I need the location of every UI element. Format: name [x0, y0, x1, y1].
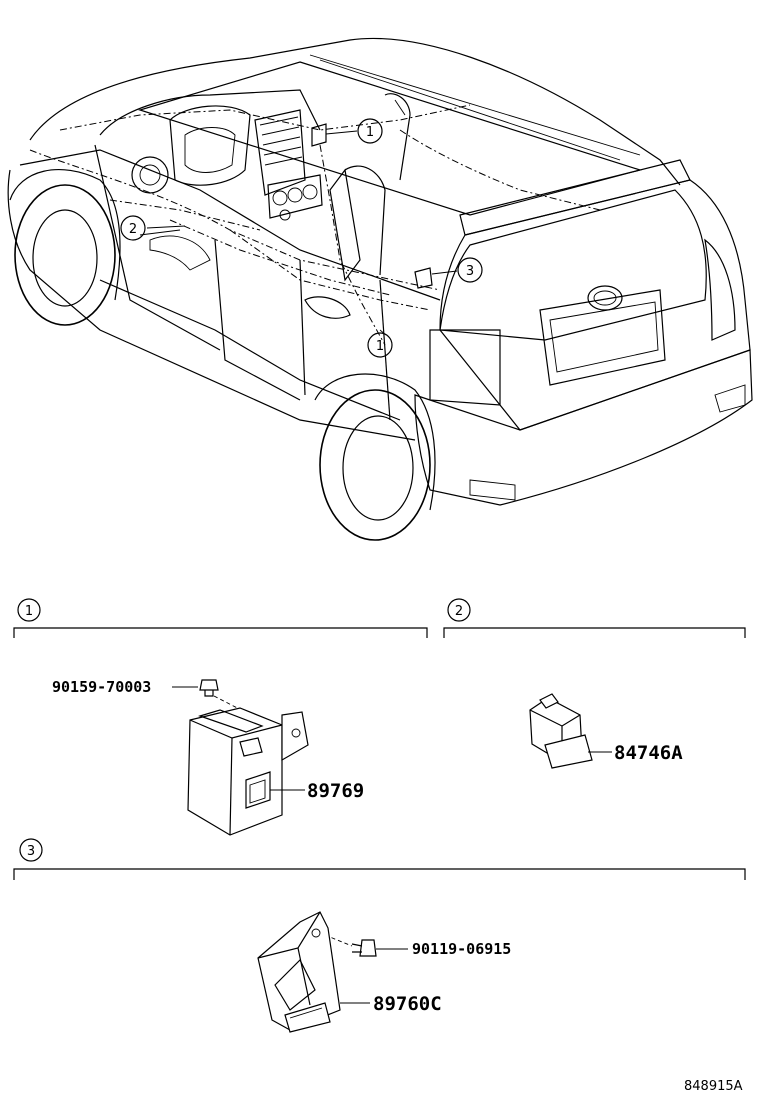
overview-callout-2: 2: [120, 215, 146, 241]
section-3-label: 3: [27, 844, 35, 859]
section-1: 1 90159-70003 89769: [13, 598, 428, 836]
callout-label: 1: [376, 339, 384, 354]
overview-callout-1-bottom: 1: [367, 332, 393, 358]
bolt-icon: [199, 679, 219, 697]
callout-label: 2: [129, 222, 137, 237]
part-number-90119-06915[interactable]: 90119-06915: [412, 940, 511, 958]
callout-label: 3: [466, 264, 474, 279]
part-number-84746a[interactable]: 84746A: [614, 742, 683, 764]
leader-line-dashed: [324, 934, 353, 947]
section-3-marker: [19, 838, 43, 862]
bolt-icon: [351, 939, 377, 957]
control-module-89760c-icon: [257, 911, 341, 1033]
callout-label: 1: [366, 125, 374, 140]
section-3-bracket: [13, 868, 746, 880]
section-2-marker: [447, 598, 471, 622]
section-2-label: 2: [455, 604, 463, 619]
section-1-bracket: [13, 627, 428, 638]
vehicle-overview-drawing: [7, 37, 753, 541]
section-2-bracket: [443, 627, 746, 638]
part-number-89769[interactable]: 89769: [307, 780, 364, 802]
section-3: 3 90119-06915 89760C: [13, 838, 746, 1033]
overview-callout-3: 3: [457, 257, 483, 283]
part-number-89760c[interactable]: 89760C: [373, 993, 442, 1015]
control-module-89769-icon: [187, 707, 309, 836]
section-1-label: 1: [25, 604, 33, 619]
diagram-id: 848915A: [684, 1079, 743, 1094]
section-1-marker: [17, 598, 41, 622]
part-number-90159-70003[interactable]: 90159-70003: [52, 678, 151, 696]
section-2: 2 84746A: [443, 598, 746, 769]
overview-callout-1-top: 1: [357, 118, 383, 144]
switch-84746a-icon: [529, 693, 593, 769]
